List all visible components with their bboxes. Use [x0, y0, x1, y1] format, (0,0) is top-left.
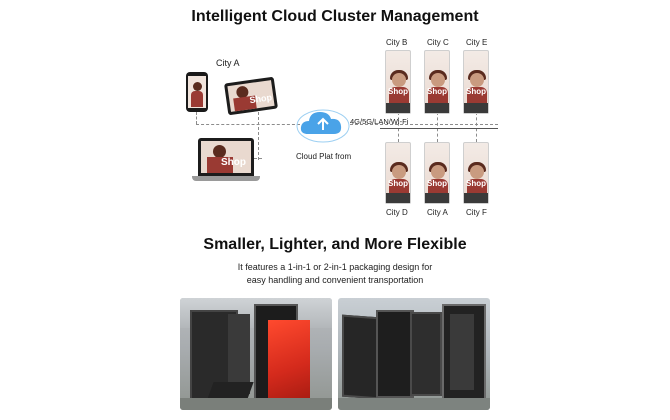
poster-display-city-b: Shop — [385, 50, 411, 114]
poster-display-city-e: Shop — [463, 50, 489, 114]
feature-line-1: It features a 1-in-1 or 2-in-1 packaging… — [237, 262, 433, 272]
packaging-photo-red-screen — [180, 298, 332, 410]
city-d-label: City D — [386, 208, 408, 217]
network-label: 4G/5G/LAN/Wi-Fi — [350, 117, 409, 126]
poster-shop-text: Shop — [388, 179, 408, 188]
packaging-photo-flight-cases — [338, 298, 490, 410]
feature-title: Smaller, Lighter, and More Flexible — [203, 236, 467, 253]
feature-line-2: easy handling and convenient transportat… — [246, 275, 424, 285]
city-c-label: City C — [427, 38, 449, 47]
cloud-icon — [296, 109, 350, 143]
poster-display-city-c: Shop — [424, 50, 450, 114]
poster-display-city-a: Shop — [424, 142, 450, 204]
city-b-label: City B — [386, 38, 408, 47]
poster-shop-text: Shop — [388, 87, 408, 96]
tablet-device: Shop — [224, 76, 278, 116]
poster-shop-text: Shop — [427, 179, 447, 188]
poster-display-city-f: Shop — [463, 142, 489, 204]
laptop-device: Shop — [198, 138, 254, 176]
poster-shop-text: Shop — [466, 87, 486, 96]
cloud-label: Cloud Plat from — [296, 152, 352, 161]
diagram-title: Intelligent Cloud Cluster Management — [191, 8, 479, 25]
phone-device — [186, 72, 208, 112]
laptop-shop-text: Shop — [221, 157, 246, 168]
city-a-bottom-label: City A — [427, 208, 448, 217]
tablet-shop-text: Shop — [248, 92, 273, 106]
city-f-label: City F — [466, 208, 487, 217]
city-a-label: City A — [216, 58, 240, 68]
poster-shop-text: Shop — [427, 87, 447, 96]
city-e-label: City E — [466, 38, 488, 47]
poster-shop-text: Shop — [466, 179, 486, 188]
laptop-base — [192, 176, 260, 181]
poster-display-city-d: Shop — [385, 142, 411, 204]
